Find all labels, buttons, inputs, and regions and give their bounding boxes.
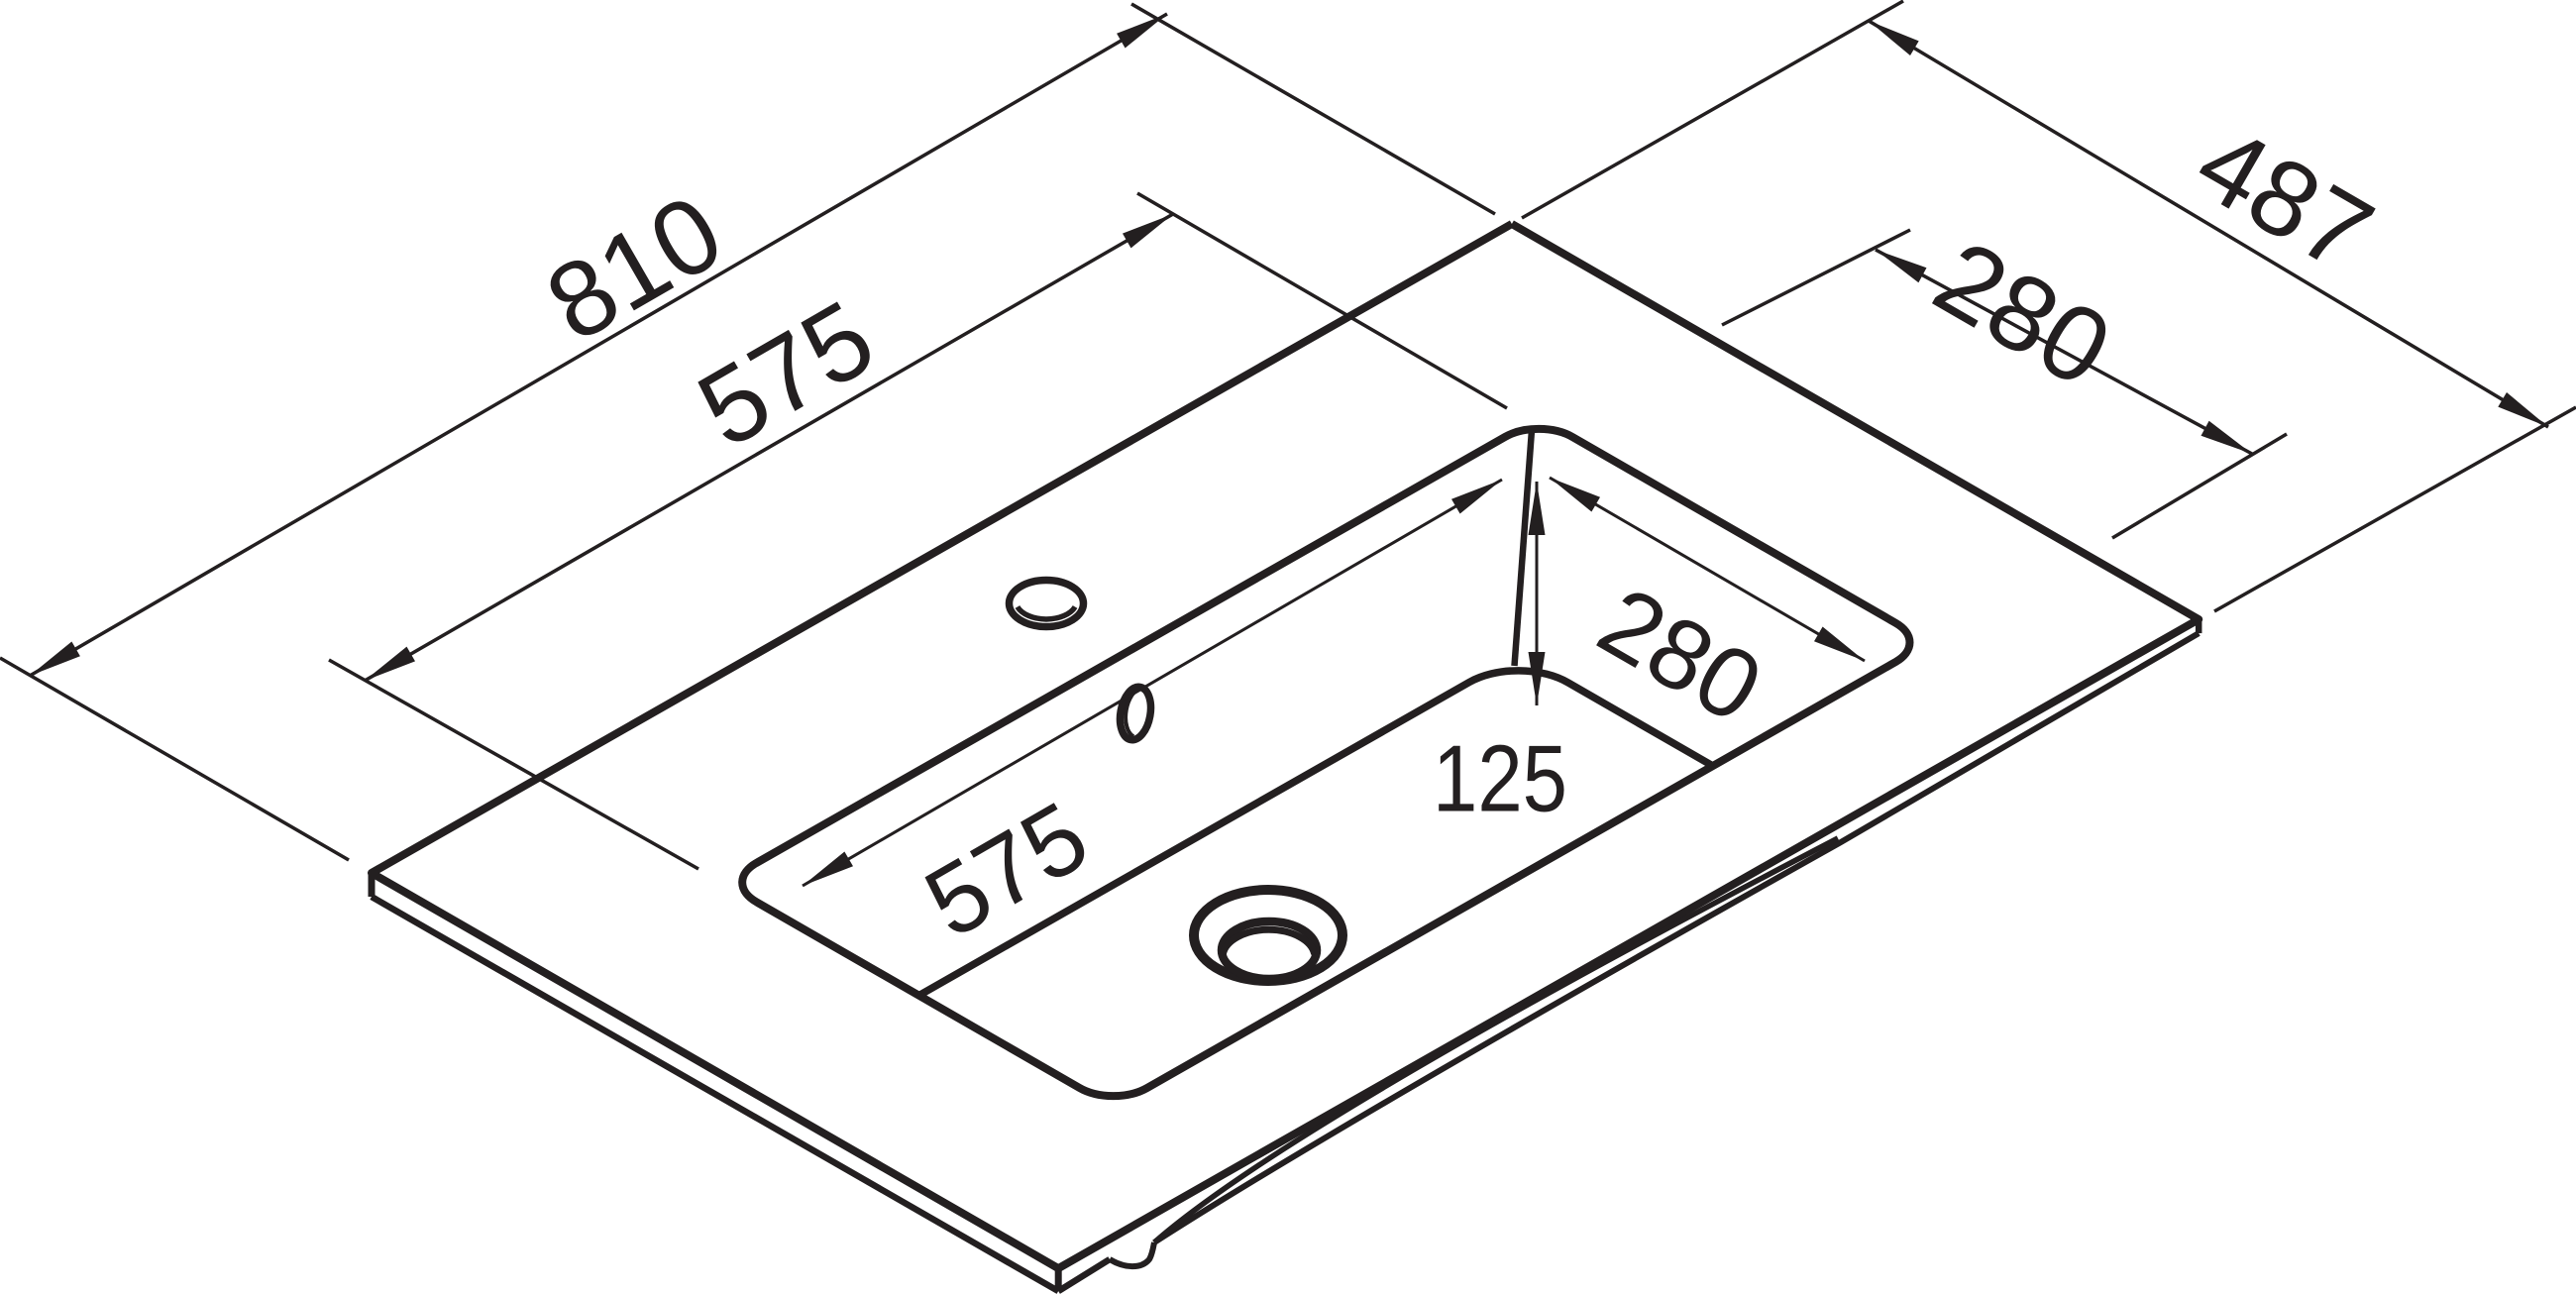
svg-text:125: 125	[1433, 726, 1567, 832]
